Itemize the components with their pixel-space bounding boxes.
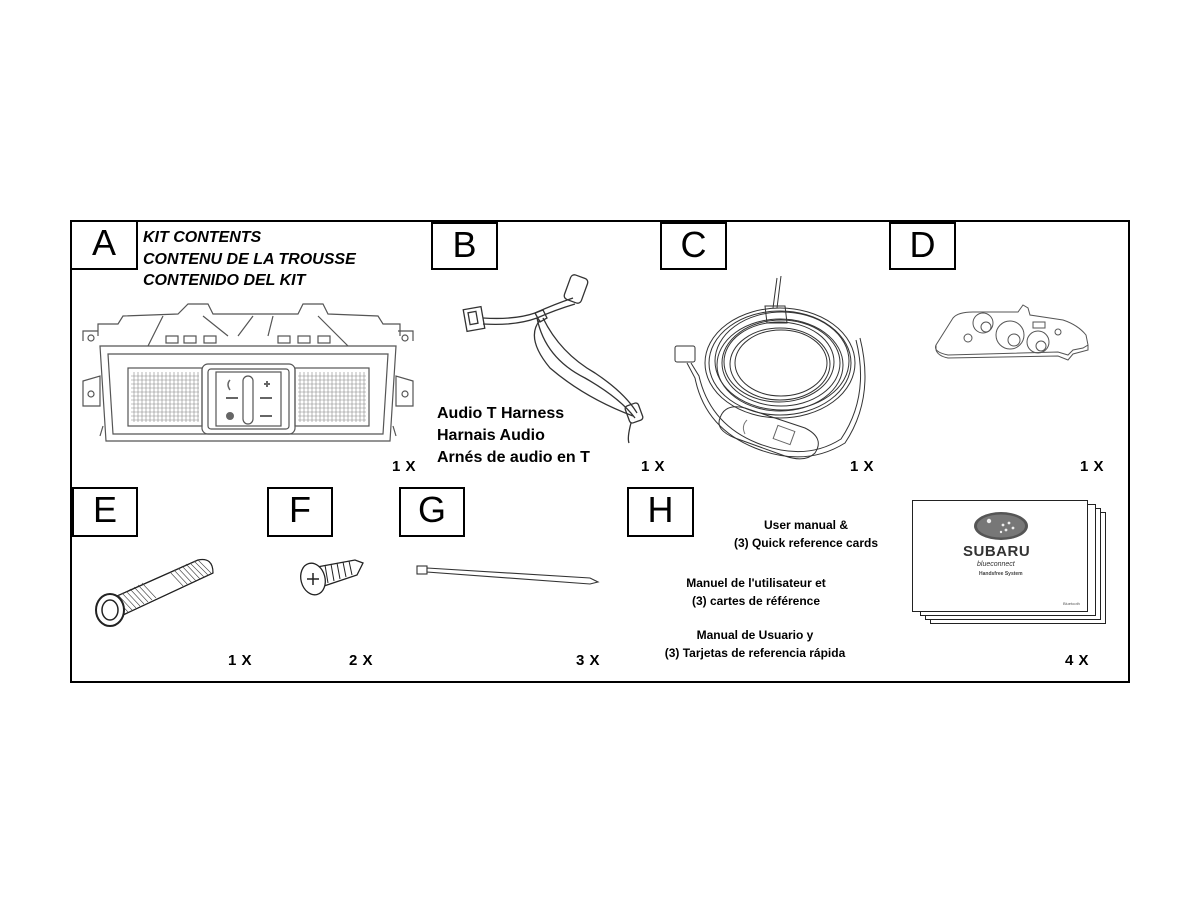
kit-contents-title: KIT CONTENTS CONTENU DE LA TROUSSE CONTE… [143,227,356,292]
manuals-caption-french: Manuel de l'utilisateur et (3) cartes de… [656,574,856,610]
item-label-g: G [399,487,465,537]
manuals-caption-french-line1: Manuel de l'utilisateur et [686,576,826,590]
harness-caption-english: Audio T Harness [437,405,565,422]
manuals-caption-english-line1: User manual & [763,518,849,532]
booklet-brand: SUBARU [963,543,1031,560]
manuals-caption-spanish-line1: Manual de Usuario y [696,628,814,642]
control-panel-illustration [82,303,414,442]
screw-illustration [300,559,364,596]
quantity-b: 1 X [641,458,666,475]
quantity-f: 2 X [349,652,374,669]
item-label-a: A [70,220,138,270]
item-label-f: F [267,487,333,537]
audio-harness-caption: Audio T Harness Harnais Audio Arnés de a… [437,403,590,469]
harness-caption-french: Harnais Audio [437,427,545,444]
manuals-caption-french-line2: (3) cartes de référence [691,594,821,608]
quantity-e: 1 X [228,652,253,669]
title-french: CONTENU DE LA TROUSSE [143,250,356,268]
quantity-a: 1 X [392,458,417,475]
title-spanish: CONTENIDO DEL KIT [143,272,306,289]
booklet-subtitle: Handsfree System [979,571,1023,577]
quantity-g: 3 X [576,652,601,669]
manuals-caption-english: User manual & (3) Quick reference cards [706,516,906,552]
kit-contents-frame [70,220,1130,683]
ferrite-core-illustration [95,558,214,627]
cable-tie-illustration [416,565,600,585]
harness-caption-spanish: Arnés de audio en T [437,449,590,466]
title-english: KIT CONTENTS [143,229,262,246]
mounting-bracket-illustration [935,304,1089,361]
item-label-c: C [660,222,727,270]
quantity-h: 4 X [1065,652,1090,669]
microphone-cable-illustration [674,275,866,460]
booklet-front: SUBARU blueconnect Handsfree System Blue… [912,500,1088,612]
item-label-h: H [627,487,694,537]
manuals-caption-english-line2: (3) Quick reference cards [733,536,879,550]
item-label-d: D [889,222,956,270]
item-label-b: B [431,222,498,270]
subaru-logo-icon [974,512,1028,540]
quantity-d: 1 X [1080,458,1105,475]
item-label-e: E [72,487,138,537]
booklet-product: blueconnect [977,561,1015,568]
booklet-bluetooth-mark: Bluetooth [1063,601,1080,606]
audio-t-harness-illustration [462,274,644,444]
manuals-caption-spanish: Manual de Usuario y (3) Tarjetas de refe… [640,626,870,662]
quantity-c: 1 X [850,458,875,475]
manuals-caption-spanish-line2: (3) Tarjetas de referencia rápida [664,646,846,660]
